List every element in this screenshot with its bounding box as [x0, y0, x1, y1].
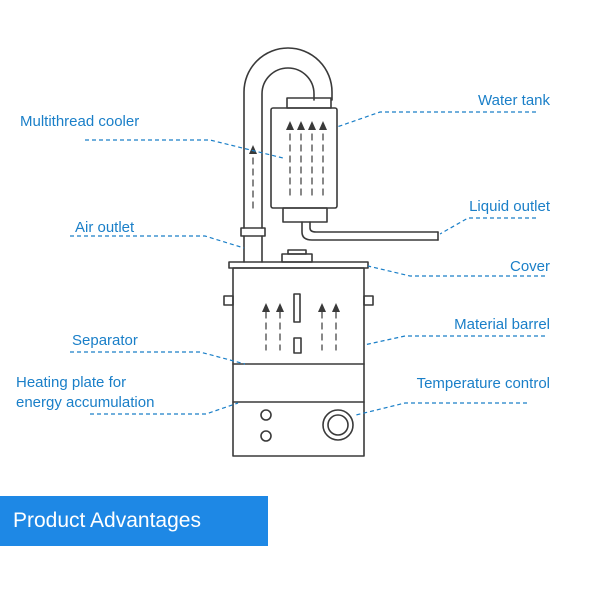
label-separator: Separator	[72, 332, 138, 349]
cover	[228, 249, 369, 269]
leader-lines	[70, 111, 545, 416]
label-temperature-control: Temperature control	[416, 375, 550, 392]
label-water-tank: Water tank	[478, 92, 550, 109]
barrel-flow-lines	[265, 311, 337, 351]
label-multithread-cooler: Multithread cooler	[20, 113, 140, 130]
label-heating-plate-line2: energy accumulation	[16, 394, 155, 411]
water-tank	[270, 97, 338, 223]
material-barrel	[223, 267, 374, 457]
flow-arrows	[249, 121, 340, 312]
condenser-pipe	[240, 47, 333, 263]
label-material-barrel: Material barrel	[454, 316, 550, 333]
label-air-outlet: Air outlet	[75, 219, 135, 236]
product-advantages-banner: Product Advantages	[0, 496, 268, 546]
label-cover: Cover	[509, 258, 550, 275]
label-liquid-outlet: Liquid outlet	[469, 198, 550, 215]
banner-title: Product Advantages	[13, 509, 201, 532]
label-heating-plate-line1: Heating plate for	[16, 374, 127, 391]
control-panel	[260, 409, 354, 442]
liquid-outlet-pipe	[301, 221, 439, 241]
cooler-flow-lines	[252, 133, 324, 211]
